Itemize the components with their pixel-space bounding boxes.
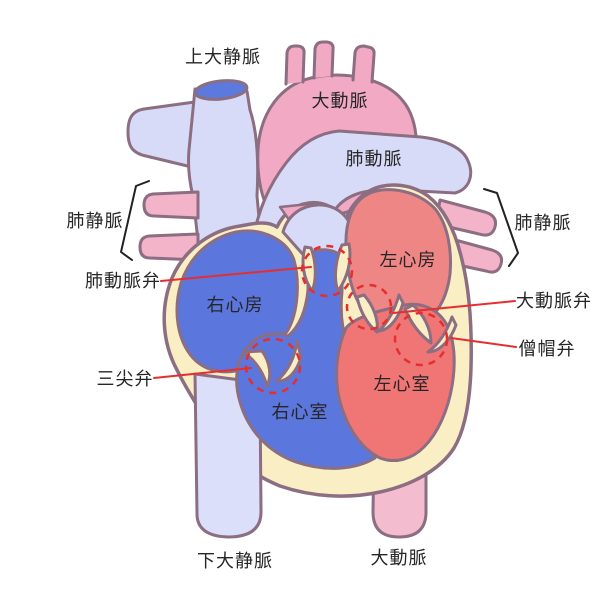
pulmonary-valve-leader-line xyxy=(160,266,312,282)
aortic-valve-leader-line xyxy=(392,300,516,314)
left-ventricle-shape xyxy=(335,302,456,462)
aorta-branch-2 xyxy=(312,40,335,80)
svc-opening xyxy=(193,79,249,101)
superior-vena-cava-shape xyxy=(187,87,264,252)
tricuspid-valve-marker xyxy=(244,337,302,395)
tricuspid-valve-leader-line xyxy=(153,367,252,379)
pulmonary-vein-left-upper-shape xyxy=(142,190,200,220)
pulmonary-veins-left-bracket xyxy=(120,180,150,261)
mitral-valve-leaflet-right xyxy=(426,315,458,354)
aorta-branch-1 xyxy=(284,44,306,86)
aortic-valve-marker xyxy=(345,283,393,331)
pulmonary-veins-right-bracket xyxy=(483,188,519,267)
pulmonary-vein-left-lower-shape xyxy=(138,232,200,262)
tricuspid-valve-leaflet-right xyxy=(275,339,303,383)
tricuspid-valve-leaflet-left xyxy=(241,349,272,388)
mitral-valve-marker xyxy=(393,311,449,367)
aorta-branch-3 xyxy=(351,44,376,84)
pulmonary-valve-marker xyxy=(300,244,354,298)
aortic-valve-leaflet-left xyxy=(355,293,379,334)
pulmonary-artery-branch-shape xyxy=(126,99,204,171)
mitral-valve-leader-line xyxy=(450,337,517,348)
aortic-valve-leaflet-right xyxy=(377,293,405,333)
